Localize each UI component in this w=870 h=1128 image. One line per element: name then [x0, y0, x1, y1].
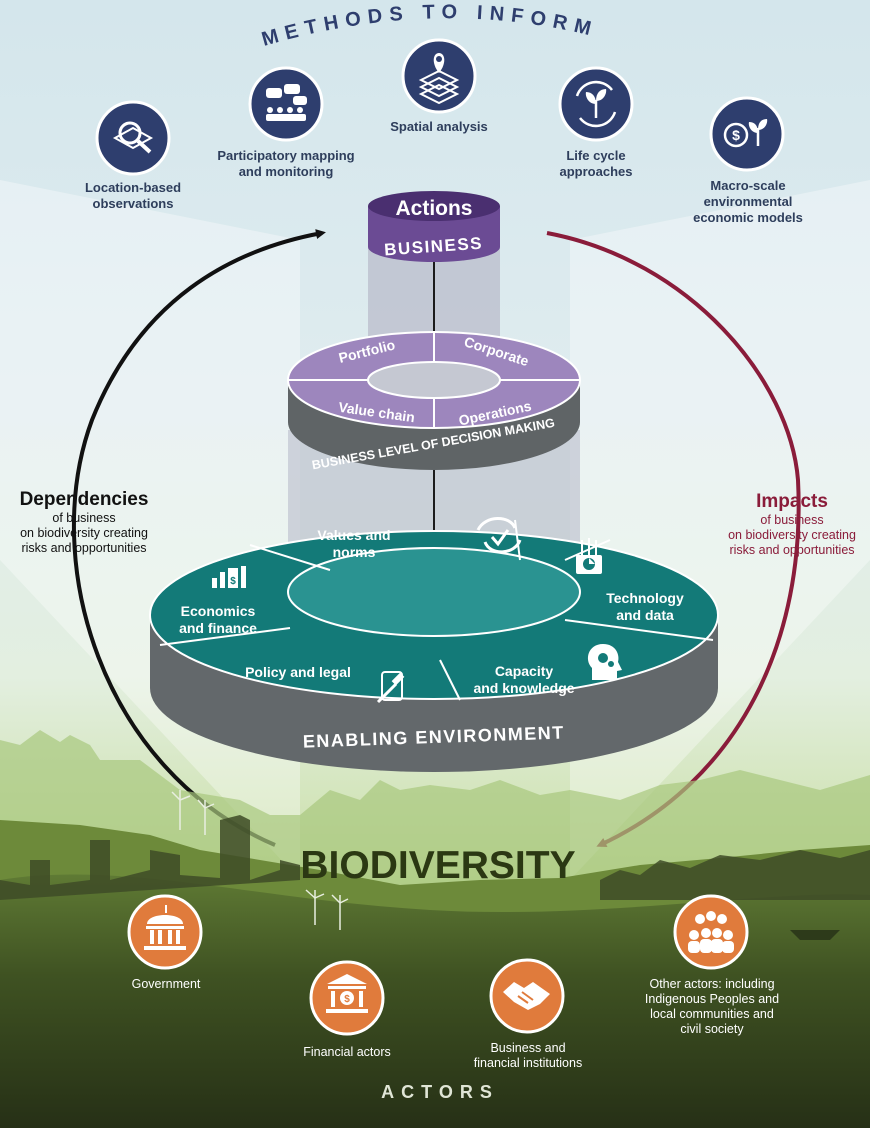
policy-scroll-gavel-icon: [376, 671, 405, 704]
enabling-policy-label: Policy and legal: [245, 664, 351, 680]
method-label-spatial: Spatial analysis: [390, 119, 488, 134]
values-handshake-icon: [476, 517, 522, 554]
biodiversity-label: BIODIVERSITY: [300, 844, 575, 887]
svg-text:$: $: [732, 127, 740, 143]
svg-text:$: $: [230, 576, 236, 587]
government-icon: [127, 894, 203, 970]
dependencies-arrow: [72, 229, 326, 847]
svg-text:$: $: [344, 994, 350, 1005]
other-actors-icon: [673, 894, 749, 970]
dependencies-label: Dependencies of business on biodiversity…: [19, 489, 149, 555]
economics-chart-icon: $: [212, 566, 246, 588]
technology-monitor-icon: [576, 538, 602, 574]
business-institutions-icon: [489, 958, 565, 1034]
method-lifecycle-icon: [558, 66, 634, 142]
business-cylinder: [368, 191, 500, 262]
financial-actors-icon: $: [309, 960, 385, 1036]
landscape: [0, 730, 870, 1128]
impacts-arrow: [546, 231, 801, 848]
actor-label-government: Government: [131, 977, 201, 991]
decision-level-disc: [287, 331, 581, 470]
enabling-environment-disc: [149, 519, 719, 772]
actors-title: ACTORS: [381, 1082, 499, 1102]
method-location-icon: [95, 100, 171, 176]
method-participatory-icon: [248, 66, 324, 142]
method-spatial-icon: [401, 38, 477, 114]
capacity-head-gears-icon: [587, 644, 622, 680]
actor-label-financial: Financial actors: [303, 1045, 391, 1059]
impacts-label: Impacts of business on biodiversity crea…: [728, 491, 856, 557]
actions-label: Actions: [395, 197, 472, 220]
method-macro-icon: $: [709, 96, 785, 172]
